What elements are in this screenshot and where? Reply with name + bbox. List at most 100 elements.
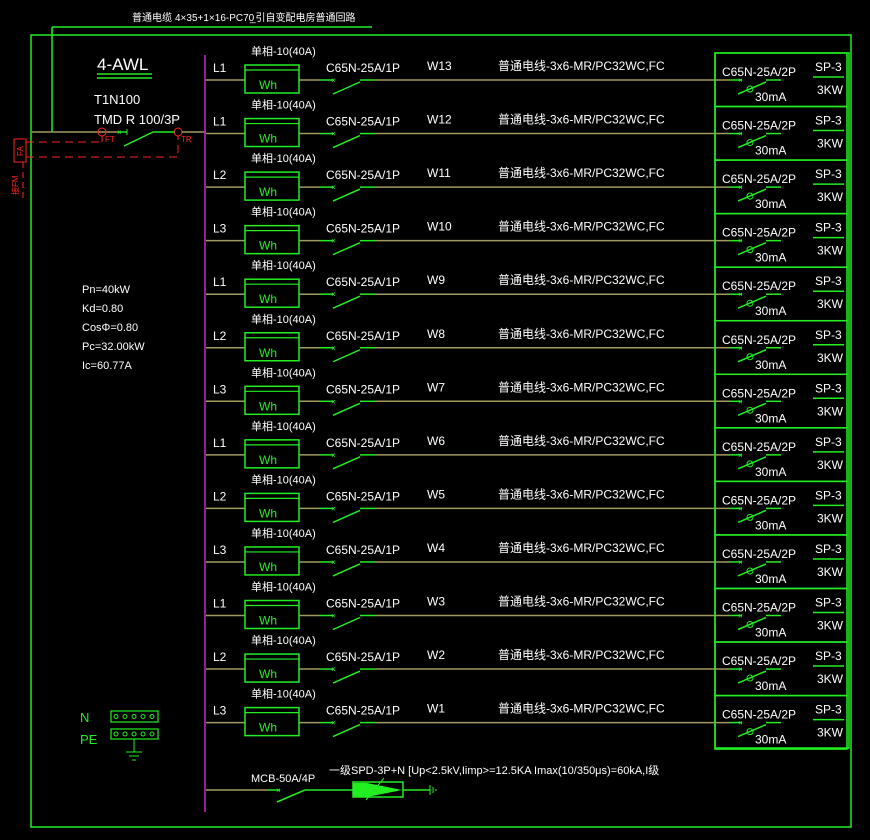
rcd-x-icon: × [738,451,743,460]
load-power: 3KW [817,458,844,472]
breaker-x-icon: × [331,665,336,674]
spd-mcb-label: MCB-50A/4P [251,773,315,785]
load-name: SP-3 [815,167,842,181]
load-power: 3KW [817,619,844,633]
breaker-blade [332,295,361,309]
breaker-blade [332,723,361,738]
circuit-id: W2 [427,648,445,662]
breaker-blade [332,188,361,202]
load-name: SP-3 [815,488,842,502]
rcd-spec: C65N-25A/2P [722,333,796,347]
phase-label: L2 [213,168,227,182]
energy-meter-label: Wh [259,185,277,199]
rcd-cell [714,694,848,750]
breaker-x-icon: × [331,130,336,139]
breaker-x-icon: × [331,451,336,460]
breaker-spec: C65N-25A/1P [326,275,400,289]
load-name: SP-3 [815,60,842,74]
energy-meter [244,117,300,148]
ft-label: FT [105,135,115,144]
breaker-spec: C65N-25A/1P [326,115,400,129]
cable-spec: 普通电线-3x6-MR/PC32WC,FC [498,434,665,448]
rcd-sensor-icon [746,85,754,93]
meter-spec: 单相-10(40A) [251,313,316,326]
load-name: SP-3 [815,649,842,663]
rcd-x-icon: × [738,719,743,728]
circuit-id: W4 [427,541,445,555]
breaker-x-icon: × [331,504,336,513]
meter-spec: 单相-10(40A) [251,99,316,112]
energy-meter-label: Wh [259,560,277,574]
meter-spec: 单相-10(40A) [251,366,316,379]
load-power: 3KW [817,83,844,97]
energy-meter [244,224,300,255]
load-pc: Pc=32.00kW [82,341,145,353]
cable-spec: 普通电线-3x6-MR/PC32WC,FC [498,166,665,180]
rcd-spec: C65N-25A/2P [722,547,796,561]
breaker-x-icon: × [331,237,336,246]
breaker-x-icon: × [331,76,336,85]
rcd-sensitivity: 30mA [755,679,786,693]
load-name: SP-3 [815,703,842,717]
spd-mcb-x-icon: × [276,786,281,795]
rcd-sensitivity: 30mA [755,251,786,265]
rcd-sensor-icon [746,621,754,628]
rcd-blade [737,241,767,256]
load-power: 3KW [817,137,844,151]
load-name: SP-3 [815,114,842,128]
meter-spec: 单相-10(40A) [251,152,316,165]
breaker-blade [332,616,361,631]
spd-surge-arrester-icon [352,777,404,801]
circuit-id: W6 [427,434,445,448]
spd-spec: 一级SPD-3P+N [Up<2.5kV,Iimp>=12.5KA Imax(1… [329,764,659,777]
breaker-x-icon: × [331,612,336,621]
phase-label: L3 [213,543,227,557]
load-power: 3KW [817,726,844,740]
cable-spec: 普通电线-3x6-MR/PC32WC,FC [498,113,665,127]
breaker-blade [332,81,361,95]
fa-module [13,138,27,163]
breaker-spec: C65N-25A/1P [326,61,400,75]
meter-spec: 单相-10(40A) [251,45,316,58]
energy-meter-label: Wh [259,346,277,360]
rcd-spec: C65N-25A/2P [722,654,796,668]
breaker-x-icon: × [331,183,336,192]
load-power: 3KW [817,565,844,579]
main-breaker-model: T1N100 [94,92,140,107]
energy-meter-label: Wh [259,292,277,306]
tr-label: TR [181,135,192,144]
rcd-sensor-icon [746,353,754,361]
energy-meter [244,385,300,416]
circuit-id: W12 [427,113,452,127]
rcd-sensor-icon [746,674,754,682]
rcd-blade [737,349,767,363]
energy-meter-label: Wh [259,239,277,253]
rcd-sensor-icon [746,192,754,200]
load-power: 3KW [817,297,844,311]
rcd-blade [737,295,767,309]
rcd-sensitivity: 30mA [755,358,786,372]
panel-name: 4-AWL [97,55,148,74]
phase-label: L3 [213,704,227,718]
incoming-cable-label: 普通电缆 [132,11,172,24]
rcd-spec: C65N-25A/2P [722,601,796,615]
energy-meter-label: Wh [259,667,277,681]
rcd-blade [737,402,767,416]
rcd-sensor-icon [746,567,754,575]
rcd-sensitivity: 30mA [755,572,786,586]
energy-meter-label: Wh [259,506,277,520]
rcd-x-icon: × [738,558,743,567]
rcd-x-icon: × [738,290,743,299]
rcd-spec: C65N-25A/2P [722,172,796,186]
cable-spec: 普通电线-3x6-MR/PC32WC,FC [498,702,665,716]
rcd-blade [737,456,767,470]
energy-meter [244,278,300,308]
circuit-id: W10 [427,220,452,234]
breaker-x-icon: × [331,558,336,567]
rcd-sensitivity: 30mA [755,411,786,425]
load-name: SP-3 [815,542,842,556]
